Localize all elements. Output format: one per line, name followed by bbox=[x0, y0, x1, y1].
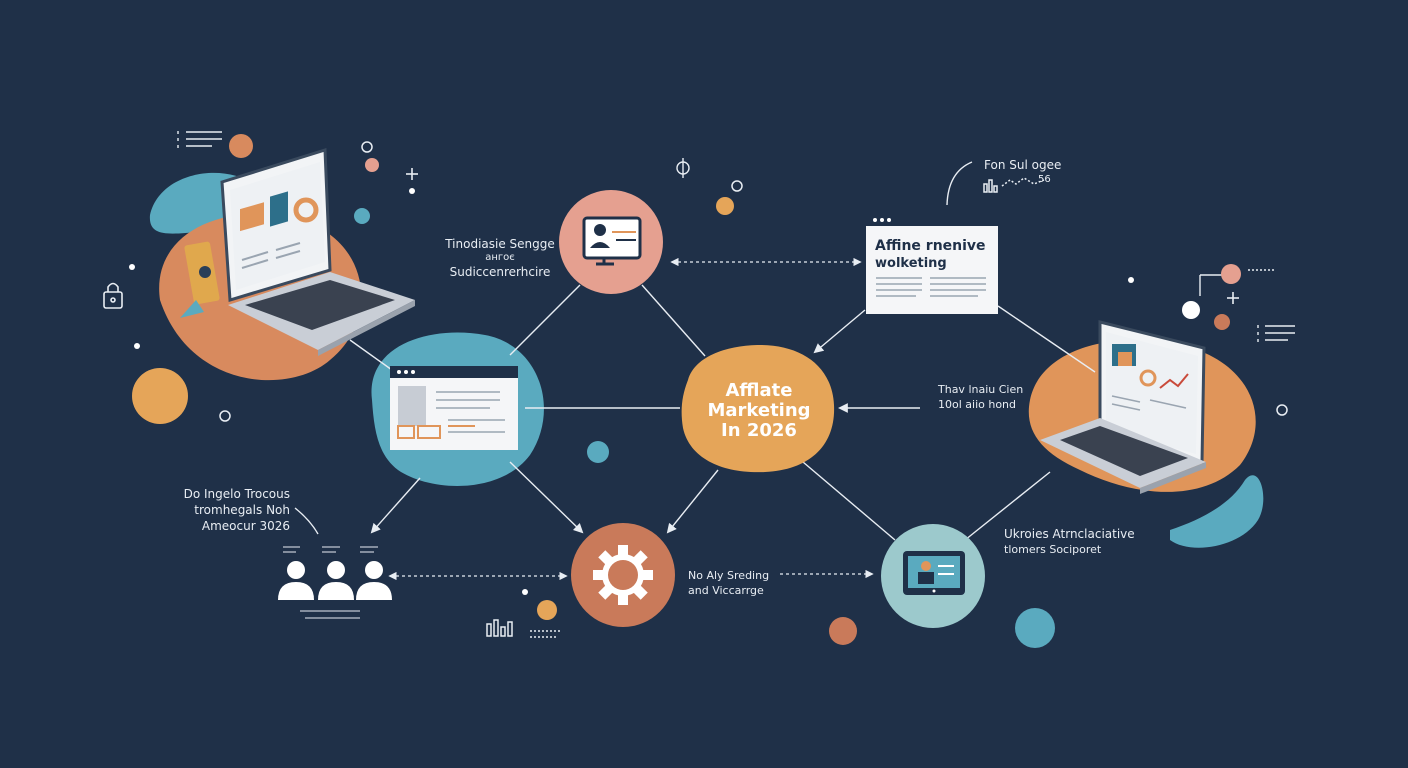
left-label-line-3: Ameocur 3026 bbox=[201, 519, 290, 533]
bottom-right-label-line-1: Ukroies Atrnclaciative bbox=[1004, 527, 1135, 541]
top-left-label: Tinodiasie Sengge ангоє Sudiccenrerhcire bbox=[430, 236, 570, 280]
article-card-title-line-1: Affine rnenive bbox=[875, 238, 986, 254]
connector-browser-gear bbox=[509, 461, 584, 534]
right-label-line-1: Thav lnaiu Cien bbox=[938, 383, 1024, 396]
hub-title-line-1: Afflate bbox=[725, 380, 793, 401]
top-right-note-line-1: Fon Sul ogee bbox=[984, 158, 1062, 172]
bar-chart-icon bbox=[486, 177, 1045, 638]
top-left-label-line-2: ангоє bbox=[485, 252, 515, 263]
laptop-icon bbox=[1040, 320, 1206, 494]
gear-label-line-2: and Viccarrge bbox=[688, 584, 764, 597]
gear-label: No Aly Sreding and Viccarrge bbox=[688, 568, 788, 598]
blob-teal-bottom-right bbox=[1170, 475, 1264, 548]
video-player-icon bbox=[903, 551, 965, 595]
left-label-line-1: Do Ingelo Trocous bbox=[183, 487, 290, 501]
left-label-line-2: tromhegals Noh bbox=[194, 503, 290, 517]
gear-label-line-1: No Aly Sreding bbox=[688, 569, 770, 582]
connector-top-right-note bbox=[946, 161, 973, 206]
connector-video-laptop bbox=[964, 471, 1051, 541]
laptop-icon bbox=[180, 147, 415, 356]
hub-title-line-3: In 2026 bbox=[721, 420, 797, 441]
top-right-note: Fon Sul ogee 56 bbox=[984, 157, 1104, 187]
hub-node bbox=[681, 345, 835, 473]
connector-presenter-browser bbox=[509, 284, 581, 356]
connector-article-laptop bbox=[997, 305, 1096, 373]
connector-article-hub bbox=[813, 309, 866, 354]
connectors bbox=[294, 161, 1222, 541]
bottom-right-label: Ukroies Atrnclaciative tlomers Sociporet bbox=[1004, 526, 1154, 558]
users-icon bbox=[278, 546, 392, 619]
gear-icon bbox=[593, 545, 653, 605]
list-icon bbox=[177, 131, 1295, 342]
browser-window-icon bbox=[390, 366, 518, 450]
article-card-title: Affine rnenive wolketing bbox=[875, 238, 995, 272]
bottom-right-label-line-2: tlomers Sociporet bbox=[1004, 543, 1102, 556]
article-card-title-line-2: wolketing bbox=[875, 256, 947, 271]
connector-left-label bbox=[294, 507, 319, 535]
top-right-note-line-2: 56 bbox=[1038, 174, 1051, 185]
plus-icon bbox=[406, 168, 1239, 304]
hub-title-line-2: Marketing bbox=[707, 400, 811, 421]
connector-presenter-hub bbox=[641, 284, 706, 357]
presenter-icon bbox=[582, 216, 642, 266]
compass-icon bbox=[676, 158, 690, 178]
decorative-dots bbox=[129, 134, 1288, 648]
top-left-label-line-1: Tinodiasie Sengge bbox=[445, 237, 555, 251]
top-left-label-line-3: Sudiccenrerhcire bbox=[449, 265, 551, 279]
article-card bbox=[866, 214, 998, 314]
connector-hub-gear bbox=[666, 469, 719, 534]
dashed-connectors bbox=[388, 257, 874, 581]
right-label-line-2: 10ol aiio hond bbox=[938, 398, 1017, 411]
connector-laptop-browser bbox=[349, 339, 393, 371]
right-label: Thav lnaiu Cien 10ol aiio hond bbox=[938, 382, 1048, 412]
connector-browser-users bbox=[370, 477, 421, 534]
lock-icon bbox=[103, 282, 123, 309]
connector-hub-video bbox=[802, 461, 896, 541]
left-label: Do Ingelo Trocous tromhegals Noh Ameocur… bbox=[150, 486, 290, 534]
hub-title: Afflate Marketing In 2026 bbox=[695, 381, 823, 441]
